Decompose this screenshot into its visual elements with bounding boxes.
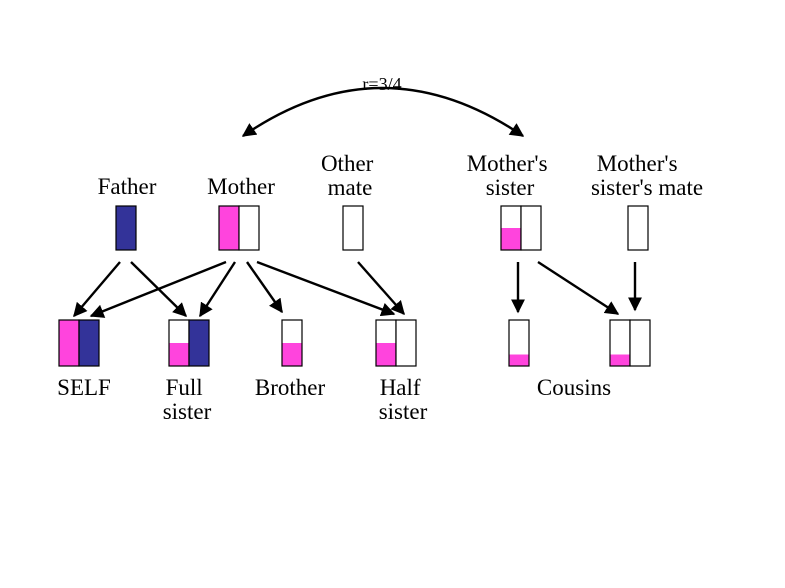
label-mothers-sister: Mother's sister bbox=[467, 151, 554, 200]
genome-slot-bg bbox=[343, 206, 363, 250]
genome-slot-bg bbox=[630, 320, 650, 366]
paternal-genome-fill bbox=[116, 206, 136, 250]
maternal-genome-fill bbox=[59, 320, 79, 366]
maternal-genome-fill bbox=[509, 354, 529, 366]
maternal-genome-fill bbox=[169, 343, 189, 366]
maternal-genome-fill bbox=[282, 343, 302, 366]
genome-mothers-sisters-mate bbox=[627, 205, 649, 251]
genome-slot-bg bbox=[239, 206, 259, 250]
genome-slot-outline bbox=[629, 319, 651, 367]
arrow-mother-to-brother bbox=[246, 261, 283, 314]
genome-slot-outline bbox=[281, 319, 303, 367]
genome-full-sister bbox=[168, 319, 210, 367]
maternal-genome-fill bbox=[501, 228, 521, 250]
descent-arrows bbox=[73, 260, 642, 318]
genome-slot-outline bbox=[520, 205, 542, 251]
genome-mother bbox=[218, 205, 260, 251]
maternal-genome-fill bbox=[610, 354, 630, 366]
genome-boxes bbox=[58, 205, 651, 367]
genome-slot-outline bbox=[627, 205, 649, 251]
genome-slot-outline bbox=[342, 205, 364, 251]
genome-cousin-2 bbox=[609, 319, 651, 367]
genome-slot-bg bbox=[396, 320, 416, 366]
label-cousins: Cousins bbox=[537, 375, 611, 400]
arrow-mother-to-self bbox=[89, 260, 227, 318]
genome-slot-outline bbox=[238, 205, 260, 251]
genome-father bbox=[115, 205, 137, 251]
label-self: SELF bbox=[57, 375, 111, 400]
maternal-genome-fill bbox=[376, 343, 396, 366]
label-father: Father bbox=[98, 174, 157, 199]
genome-slot-outline bbox=[78, 319, 100, 367]
genome-brother bbox=[281, 319, 303, 367]
genome-slot-outline bbox=[395, 319, 417, 367]
genome-slot-outline bbox=[115, 205, 137, 251]
genome-other-mate bbox=[342, 205, 364, 251]
arrow-other-mate-to-half-sister bbox=[357, 261, 405, 316]
label-half-sister: Half sister bbox=[379, 375, 428, 424]
arrow-mother-to-half-sister bbox=[256, 260, 396, 317]
paternal-genome-fill bbox=[189, 320, 209, 366]
genome-half-sister bbox=[375, 319, 417, 367]
paternal-genome-fill bbox=[79, 320, 99, 366]
arrow-mother-to-full-sister bbox=[198, 261, 237, 318]
genome-slot-bg bbox=[521, 206, 541, 250]
genome-mothers-sister bbox=[500, 205, 542, 251]
relatedness-label: r=3/4 bbox=[362, 74, 401, 94]
genome-slot-outline bbox=[508, 319, 530, 367]
maternal-genome-fill bbox=[219, 206, 239, 250]
genome-self bbox=[58, 319, 100, 367]
label-brother: Brother bbox=[255, 375, 326, 400]
label-full-sister: Full sister bbox=[163, 375, 212, 424]
genome-cousin-1 bbox=[508, 319, 530, 367]
label-other-mate: Other mate bbox=[321, 151, 379, 200]
relatedness-arc bbox=[241, 86, 525, 137]
genome-slot-outline bbox=[188, 319, 210, 367]
label-mothers-sisters-mate: Mother's sister's mate bbox=[591, 151, 703, 200]
genome-slot-bg bbox=[628, 206, 648, 250]
arrow-mothers-sister-to-cousin-2 bbox=[537, 260, 620, 316]
arrow-father-to-self bbox=[73, 261, 121, 318]
label-mother: Mother bbox=[207, 174, 275, 199]
